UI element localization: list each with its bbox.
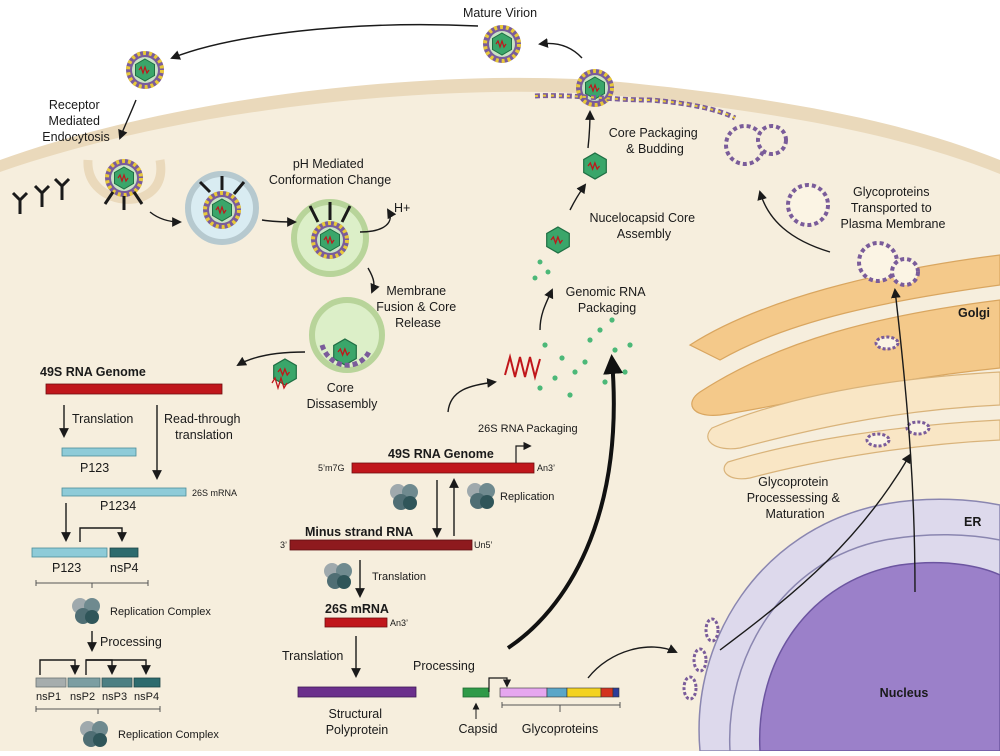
fusion-vesicle [309, 297, 385, 373]
label-glycoprotein-processing: Glycoprotein Processessing & Maturation [747, 475, 844, 521]
nucleocapsid-assembling [532, 226, 570, 281]
label-receptor-endocytosis: Receptor Mediated Endocytosis [42, 98, 109, 144]
label-nsp1: nsP1 [36, 691, 61, 703]
receptors [11, 177, 71, 214]
label-nsp3: nsP3 [102, 691, 127, 703]
endocytosis-pit [83, 157, 166, 210]
left-genome-title: 49S RNA Genome [40, 365, 146, 379]
membrane-glycoprotein-dots [534, 93, 737, 121]
ph-vesicle [291, 199, 369, 277]
label-an3-mrna: An3’ [390, 618, 408, 628]
label-nsp2: nsP2 [70, 691, 95, 703]
replication-complex-icon-2 [80, 721, 108, 747]
label-26s-rna-packaging: 26S RNA Packaging [478, 423, 578, 435]
bar-nsp2 [67, 677, 101, 688]
label-translation-center: Translation [372, 571, 426, 583]
bar-p1234 [61, 487, 187, 497]
bar-nsp3 [101, 677, 133, 688]
label-p1234: P1234 [100, 499, 136, 513]
label-translation-left: Translation [72, 412, 133, 426]
capsid-bar [462, 687, 490, 698]
label-nucleocapsid-assembly: Nucelocapsid Core Assembly [589, 211, 698, 241]
label-ph-change: pH Mediated Conformation Change [269, 157, 391, 187]
center-mrna-title: 26S mRNA [325, 602, 389, 616]
brace-2 [35, 706, 161, 714]
center-genome-title: 49S RNA Genome [388, 447, 494, 461]
label-capsid: Capsid [459, 722, 498, 736]
bar-nsp1 [35, 677, 67, 688]
nucleus [758, 561, 1000, 752]
label-replication: Replication [500, 491, 554, 503]
nucleocapsid-core [583, 152, 607, 180]
center-minus-title: Minus strand RNA [305, 525, 413, 539]
label-replication-complex-2: Replication Complex [118, 729, 219, 741]
label-golgi: Golgi [958, 306, 990, 320]
replication-complex-icon-3 [390, 484, 418, 510]
label-er: ER [964, 515, 981, 529]
label-core-disassembly: Core Dissasembly [307, 381, 379, 411]
bar-nsp4 [133, 677, 161, 688]
brace-glycoproteins [501, 702, 621, 712]
replication-complex-icon-5 [324, 563, 352, 589]
label-glycoproteins: Glycoproteins [522, 722, 598, 736]
label-p123: P123 [80, 461, 109, 475]
replication-complex-icon-1 [72, 598, 100, 624]
label-h-plus: H+ [394, 201, 410, 215]
budding-vesicles-right [724, 124, 920, 287]
label-processing-center: Processing [413, 659, 475, 673]
big-arrow-to-packaging [506, 354, 624, 650]
label-core-packaging: Core Packaging & Budding [609, 126, 701, 156]
label-an3-genome: An3’ [537, 463, 555, 473]
label-nsp4: nsP4 [134, 691, 159, 703]
core-disassembly-particle [271, 358, 297, 391]
label-un5: Un5’ [474, 540, 493, 550]
budding-virion [574, 67, 616, 109]
transport-vesicles [682, 335, 931, 701]
label-processing-left: Processing [100, 635, 162, 649]
genomic-rna-squiggle [504, 353, 541, 381]
label-genomic-rna-packaging: Genomic RNA Packaging [566, 285, 649, 315]
virion-approaching [124, 49, 166, 91]
bar-p123-split [31, 547, 108, 558]
label-replication-complex-1: Replication Complex [110, 606, 211, 618]
label-nucleus: Nucleus [880, 686, 929, 700]
minus-strand-bar [289, 539, 473, 551]
structural-polyprotein-bar [297, 686, 417, 698]
label-structural-polyprotein: Structural Polyprotein [326, 707, 389, 737]
lifecycle-arrows [118, 23, 916, 679]
label-5cap: 5’m7G [318, 463, 345, 473]
label-3prime: 3’ [280, 540, 287, 550]
glycoproteins-bar [499, 687, 620, 698]
brace-1 [35, 580, 149, 588]
label-glycoproteins-transported: Glycoproteins Transported to Plasma Memb… [841, 185, 946, 231]
label-26s-mrna-small: 26S mRNA [192, 488, 237, 498]
processing-arrows [39, 659, 151, 675]
label-membrane-fusion: Membrane Fusion & Core Release [376, 284, 459, 330]
bar-p123 [61, 447, 137, 457]
golgi-apparatus [688, 254, 1000, 480]
center-genome-bar [351, 462, 535, 474]
left-genome-bar [45, 383, 223, 395]
mature-virion-top [481, 23, 523, 65]
er-inner-line [728, 533, 1000, 752]
label-readthrough: Read-through translation [164, 412, 244, 442]
label-p123-split: P123 [52, 561, 81, 575]
label-mature-virion: Mature Virion [463, 6, 537, 20]
bar-nsp4-split [109, 547, 139, 558]
label-translation-structural: Translation [282, 649, 343, 663]
label-nsp4-split: nsP4 [110, 561, 139, 575]
mrna-bar [324, 617, 388, 628]
capsid-protein-dots [537, 317, 633, 398]
replication-complex-icon-4 [467, 483, 495, 509]
endosome [185, 171, 259, 245]
